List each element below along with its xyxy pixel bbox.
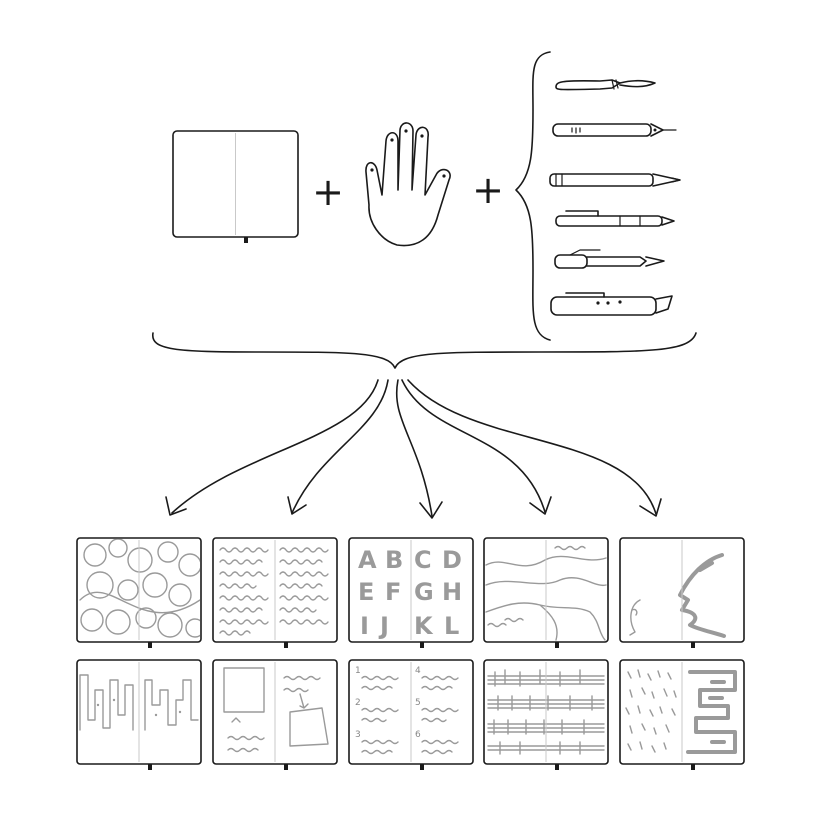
svg-text:J: J <box>378 612 389 640</box>
notebook-sketch-notes <box>212 659 338 770</box>
pencil-icon <box>549 173 681 187</box>
loops-drawing <box>79 539 200 638</box>
open-notebook-icon <box>172 130 299 243</box>
svg-text:B: B <box>385 546 403 574</box>
notebook-landscape <box>483 537 609 648</box>
landscape-sketch <box>485 545 607 641</box>
arrow-to-text <box>291 379 389 514</box>
svg-text:F: F <box>385 578 401 606</box>
svg-text:K: K <box>414 612 434 640</box>
arrow-to-loops <box>171 379 379 514</box>
svg-text:5: 5 <box>415 698 421 708</box>
svg-text:C: C <box>414 546 432 574</box>
plus-operator-1: + <box>312 170 344 214</box>
marker-icon <box>550 292 673 316</box>
svg-text:4: 4 <box>415 666 421 676</box>
face-profile <box>629 553 726 638</box>
svg-text:I: I <box>360 612 369 640</box>
combine-brace <box>152 332 697 369</box>
hand-icon <box>365 122 451 247</box>
svg-text:G: G <box>414 578 434 606</box>
numbered-list: 1 2 3 4 5 6 <box>355 666 459 755</box>
notebook-numbered-list: 1 2 3 4 5 6 <box>348 659 474 770</box>
svg-text:3: 3 <box>355 730 361 740</box>
notebook-handwritten-text <box>212 537 338 648</box>
brush-icon <box>555 79 656 91</box>
pattern-strokes <box>625 669 737 754</box>
arrow-to-letters <box>396 379 433 517</box>
notebook-skyline <box>76 659 202 770</box>
fountain-pen-icon <box>554 249 665 269</box>
sketch-with-notes <box>223 667 329 753</box>
notebook-loops <box>76 537 202 648</box>
alphabet-letters: A B C D E F G H I J K L <box>358 546 462 640</box>
handwritten-text <box>219 547 329 636</box>
svg-text:6: 6 <box>415 730 421 740</box>
notebook-face <box>619 537 745 648</box>
svg-text:D: D <box>442 546 462 574</box>
notebook-alphabet: A B C D E F G H I J K L <box>348 537 474 648</box>
arrow-to-landscape <box>401 379 546 513</box>
plus-operator-2: + <box>472 168 504 212</box>
svg-text:H: H <box>442 578 462 606</box>
tools-brace <box>515 51 551 341</box>
ballpoint-pen-icon <box>555 210 675 227</box>
city-skyline <box>79 674 199 731</box>
arrow-to-face <box>407 379 657 515</box>
svg-text:E: E <box>358 578 374 606</box>
notebook-pattern <box>619 659 745 770</box>
writing-tools-group <box>549 79 681 316</box>
dip-pen-icon <box>552 123 677 137</box>
notebook-sheet-music <box>483 659 609 770</box>
svg-text:1: 1 <box>355 666 361 676</box>
svg-text:2: 2 <box>355 698 361 708</box>
svg-text:L: L <box>444 612 459 640</box>
svg-text:A: A <box>358 546 377 574</box>
arrows-group <box>165 379 662 519</box>
